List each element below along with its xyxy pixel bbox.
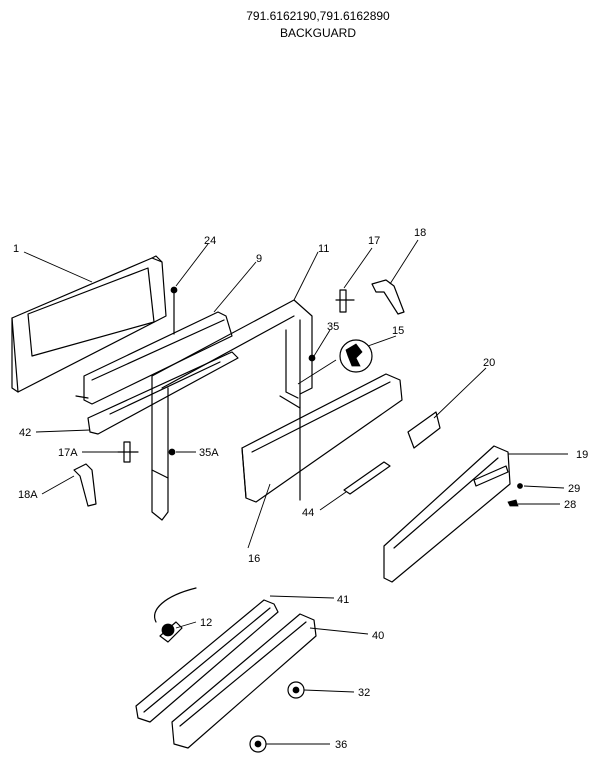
leader-lines — [23, 239, 568, 745]
part-32-knob[interactable] — [287, 681, 305, 699]
callout-15: 15 — [392, 325, 404, 337]
callout-1: 1 — [13, 243, 19, 255]
part-35a-screw[interactable] — [168, 448, 176, 456]
callout-42: 42 — [19, 427, 31, 439]
callout-32: 32 — [358, 687, 370, 699]
callout-17: 17 — [368, 235, 380, 247]
callout-19: 19 — [576, 449, 588, 461]
callout-29: 29 — [568, 483, 580, 495]
part-20-switch[interactable] — [407, 411, 441, 449]
part-17-clip[interactable] — [335, 289, 355, 313]
callout-44: 44 — [302, 507, 314, 519]
part-16-control-panel[interactable] — [241, 373, 403, 503]
part-15-clip-detail[interactable] — [339, 339, 373, 373]
callout-9: 9 — [256, 253, 262, 265]
callout-35: 35 — [327, 321, 339, 333]
callout-labels: 1 24 9 11 17 18 35 15 20 42 17A 35A 19 2… — [13, 227, 588, 751]
callout-40: 40 — [372, 630, 384, 642]
part-18-bracket[interactable] — [371, 279, 405, 315]
diagram-model-numbers: 791.6162190,791.6162890 — [246, 9, 390, 23]
callout-12: 12 — [200, 617, 212, 629]
callout-35a: 35A — [199, 447, 219, 459]
part-24-screw[interactable] — [170, 286, 178, 335]
part-12-timer[interactable] — [154, 587, 197, 643]
part-28-screw[interactable] — [507, 499, 519, 507]
callout-28: 28 — [564, 499, 576, 511]
callout-18: 18 — [414, 227, 426, 239]
part-42-channel[interactable] — [87, 351, 239, 435]
diagram-title: BACKGUARD — [280, 26, 356, 40]
part-1-back-panel[interactable] — [11, 255, 167, 393]
callout-20: 20 — [483, 357, 495, 369]
callout-16: 16 — [248, 553, 260, 565]
part-9-rail[interactable] — [75, 311, 233, 405]
part-29-screw[interactable] — [517, 483, 523, 489]
part-35-screw[interactable] — [308, 354, 316, 362]
callout-11: 11 — [318, 243, 329, 255]
part-36-knob[interactable] — [249, 735, 267, 753]
part-19-overlay-panel[interactable] — [383, 445, 511, 583]
part-11-main-frame[interactable] — [151, 299, 313, 521]
callout-41: 41 — [337, 594, 349, 606]
part-44-bar[interactable] — [343, 461, 391, 495]
callout-18a: 18A — [18, 489, 38, 501]
part-41-front-strip[interactable] — [135, 599, 279, 723]
callout-36: 36 — [335, 739, 347, 751]
callout-24: 24 — [204, 235, 216, 247]
part-40-mount-channel[interactable] — [171, 613, 317, 749]
callout-17a: 17A — [58, 447, 78, 459]
part-18a-bracket[interactable] — [73, 463, 97, 507]
